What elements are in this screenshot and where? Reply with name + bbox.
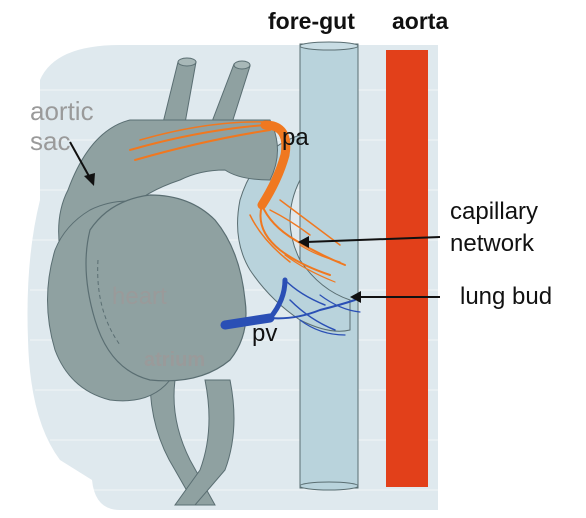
foregut-label: fore-gut <box>268 10 355 33</box>
aorta-label: aorta <box>392 10 448 33</box>
aortic-branch-left-opening <box>178 58 196 66</box>
pv-label: pv <box>252 322 277 346</box>
foregut-top-rim <box>300 42 358 50</box>
aortic-sac-label-line1: aortic <box>30 98 94 124</box>
aortic-sac-label-line2: sac <box>30 128 70 154</box>
atrium-label: atrium <box>144 350 205 370</box>
pa-label: pa <box>282 126 309 150</box>
capillary-network-label-line2: network <box>450 232 534 256</box>
capillary-network-label-line1: capillary <box>450 200 538 224</box>
aortic-branch-right-opening <box>234 61 250 69</box>
aorta-vessel <box>386 50 428 487</box>
lung-bud-label: lung bud <box>460 285 552 309</box>
heart-label: heart <box>112 285 167 309</box>
foregut-bottom-rim <box>300 482 358 490</box>
